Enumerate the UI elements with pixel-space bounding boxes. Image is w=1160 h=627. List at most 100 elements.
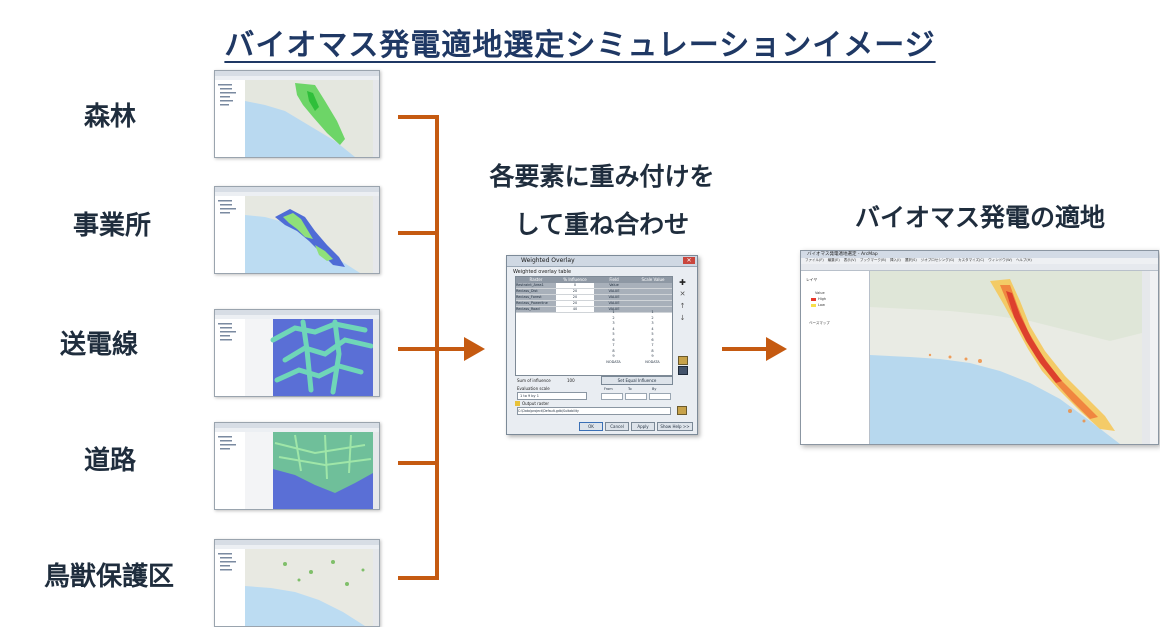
scale-old: 5 — [612, 332, 615, 336]
raster-influence[interactable]: 20 — [556, 289, 594, 294]
scale-old: 7 — [612, 343, 615, 347]
weighted-overlay-dialog: Weighted Overlay ✕ Weighted overlay tabl… — [506, 255, 698, 435]
raster-name: Reclass_Road — [516, 307, 540, 311]
raster-scale — [634, 283, 672, 288]
scale-old: NODATA — [606, 359, 621, 364]
dialog-titlebar: Weighted Overlay ✕ — [507, 256, 697, 267]
scale-new: 6 — [651, 337, 654, 342]
by-field[interactable] — [649, 393, 671, 400]
raster-influence[interactable]: 20 — [556, 295, 594, 300]
menu-bookmark[interactable]: ブックマーク(B) — [859, 258, 886, 262]
toc-item-low: Low — [818, 303, 825, 307]
suitability-map[interactable] — [870, 271, 1150, 444]
layer-label-facility: 事業所 — [73, 211, 152, 241]
menu-geoprocessing[interactable]: ジオプロセシング(G) — [920, 258, 955, 262]
toc-legend-low — [811, 304, 816, 307]
show-help-button[interactable]: Show Help >> — [657, 422, 693, 431]
toc-item-high: High — [818, 297, 827, 301]
layer-label-road: 道路 — [84, 446, 137, 476]
scale-old: 4 — [612, 326, 615, 331]
scale-old: 8 — [612, 348, 615, 353]
output-path-field[interactable]: C:\Data\project\Default.gdb\Suitability — [517, 407, 671, 415]
menu-view[interactable]: 表示(V) — [843, 258, 856, 262]
sum-label: Sum of influence — [517, 378, 551, 383]
menu-select[interactable]: 選択(S) — [904, 258, 917, 262]
apply-button[interactable]: Apply — [631, 422, 655, 431]
menu-help[interactable]: ヘルプ(H) — [1015, 258, 1032, 262]
raster-scale — [634, 301, 672, 306]
save-icon[interactable] — [678, 366, 688, 375]
eval-scale-select[interactable]: 1 to 9 by 1 — [517, 392, 587, 400]
menu-insert[interactable]: 挿入(I) — [889, 258, 901, 262]
cancel-button[interactable]: Cancel — [605, 422, 629, 431]
remove-raster-icon[interactable]: ✕ — [679, 290, 686, 298]
ok-button[interactable]: OK — [579, 422, 603, 431]
overlay-table: Raster % Influence Field Scale Value Res… — [515, 276, 673, 376]
table-row[interactable]: Reclass_Forest 20 VALUE — [516, 295, 672, 301]
move-up-icon[interactable]: ↑ — [679, 302, 686, 310]
warning-icon — [515, 401, 520, 406]
raster-field: Value — [609, 283, 619, 287]
scale-new: 3 — [651, 321, 654, 325]
header-scale: Scale Value — [641, 277, 665, 282]
menu-customize[interactable]: カスタマイズ(C) — [958, 258, 985, 262]
dialog-close-icon[interactable]: ✕ — [683, 257, 695, 264]
table-row[interactable]: Reclass_Powerline 20 VALUE — [516, 301, 672, 307]
menu-edit[interactable]: 編集(E) — [827, 258, 840, 262]
forest-map-thumbnail — [214, 70, 380, 158]
open-icon[interactable] — [678, 356, 688, 365]
dialog-title: Weighted Overlay — [521, 257, 575, 264]
sum-value: 100 — [567, 378, 575, 383]
toc-item-basemap[interactable]: ベースマップ — [809, 321, 830, 325]
table-row[interactable]: Restraint_Area1 0 Value — [516, 283, 672, 289]
raster-scale — [634, 289, 672, 294]
toc-item-layers[interactable]: レイヤ — [806, 277, 818, 282]
menu-window[interactable]: ウィンドウ(W) — [988, 258, 1012, 262]
scale-row[interactable]: NODATA NODATA — [594, 360, 672, 366]
add-raster-icon[interactable]: ✚ — [679, 278, 686, 287]
raster-field: VALUE — [608, 301, 620, 305]
to-field[interactable] — [625, 393, 647, 400]
facility-map-thumbnail — [214, 186, 380, 274]
header-influence: % Influence — [563, 277, 587, 282]
from-label: From — [604, 387, 613, 391]
scale-new: NODATA — [645, 359, 660, 364]
raster-name: Reclass_Dist — [516, 289, 538, 293]
raster-influence[interactable]: 20 — [556, 301, 594, 306]
scale-new: 2 — [651, 315, 654, 320]
to-label: To — [628, 387, 632, 391]
toc-item-value: Value — [815, 291, 825, 295]
table-row[interactable]: Reclass_Road 40 VALUE — [516, 307, 672, 313]
menu-file[interactable]: ファイル(F) — [805, 258, 824, 262]
raster-influence[interactable]: 40 — [556, 307, 594, 312]
table-row[interactable]: Reclass_Dist 20 VALUE — [516, 289, 672, 295]
raster-field: VALUE — [608, 289, 620, 293]
from-field[interactable] — [601, 393, 623, 400]
move-down-icon[interactable]: ↓ — [679, 314, 686, 322]
scale-new: 4 — [651, 326, 654, 331]
scale-new: 7 — [651, 343, 654, 347]
browse-folder-icon[interactable] — [677, 406, 687, 415]
scale-old: 1 — [612, 310, 615, 314]
scale-new: 1 — [651, 310, 654, 314]
scale-old: 2 — [612, 315, 615, 320]
raster-field: VALUE — [608, 295, 620, 299]
scale-new: 9 — [651, 354, 654, 358]
raster-influence[interactable]: 0 — [556, 283, 594, 288]
table-header-row: Raster % Influence Field Scale Value — [516, 277, 672, 283]
raster-name: Restraint_Area1 — [516, 283, 544, 287]
wildlife-reserve-map-thumbnail — [214, 539, 380, 627]
set-equal-influence-button[interactable]: Set Equal Influence — [601, 376, 673, 385]
result-titlebar: バイオマス発電適地選定 - ArcMap — [801, 251, 1158, 258]
page-title: バイオマス発電適地選定シミュレーションイメージ — [224, 28, 936, 63]
